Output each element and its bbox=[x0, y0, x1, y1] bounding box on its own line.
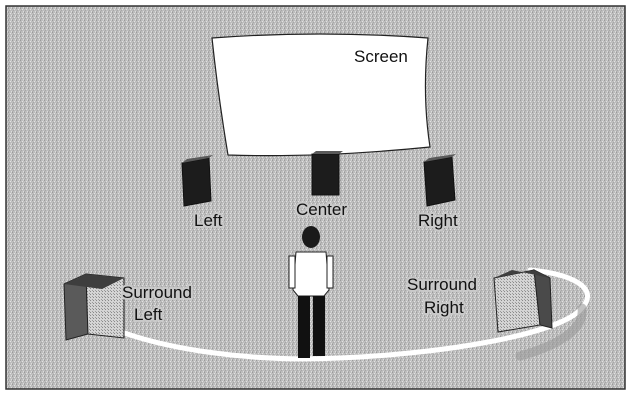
left-speaker-label: Left bbox=[194, 211, 223, 230]
right-speaker-label: Right bbox=[418, 211, 458, 230]
left-speaker-icon bbox=[182, 155, 213, 206]
surround-left-speaker-icon bbox=[64, 274, 124, 340]
center-speaker-icon bbox=[312, 151, 343, 195]
surround-right-label-line1: Surround bbox=[407, 275, 477, 294]
surround-right-label-line2: Right bbox=[424, 298, 464, 317]
screen-label: Screen bbox=[354, 47, 408, 66]
center-speaker-label: Center bbox=[296, 200, 347, 219]
surround-right-speaker-icon bbox=[494, 270, 552, 332]
surround-left-label-line1: Surround bbox=[122, 283, 192, 302]
surround-left-label-line2: Left bbox=[134, 305, 163, 324]
right-speaker-icon bbox=[424, 154, 456, 206]
